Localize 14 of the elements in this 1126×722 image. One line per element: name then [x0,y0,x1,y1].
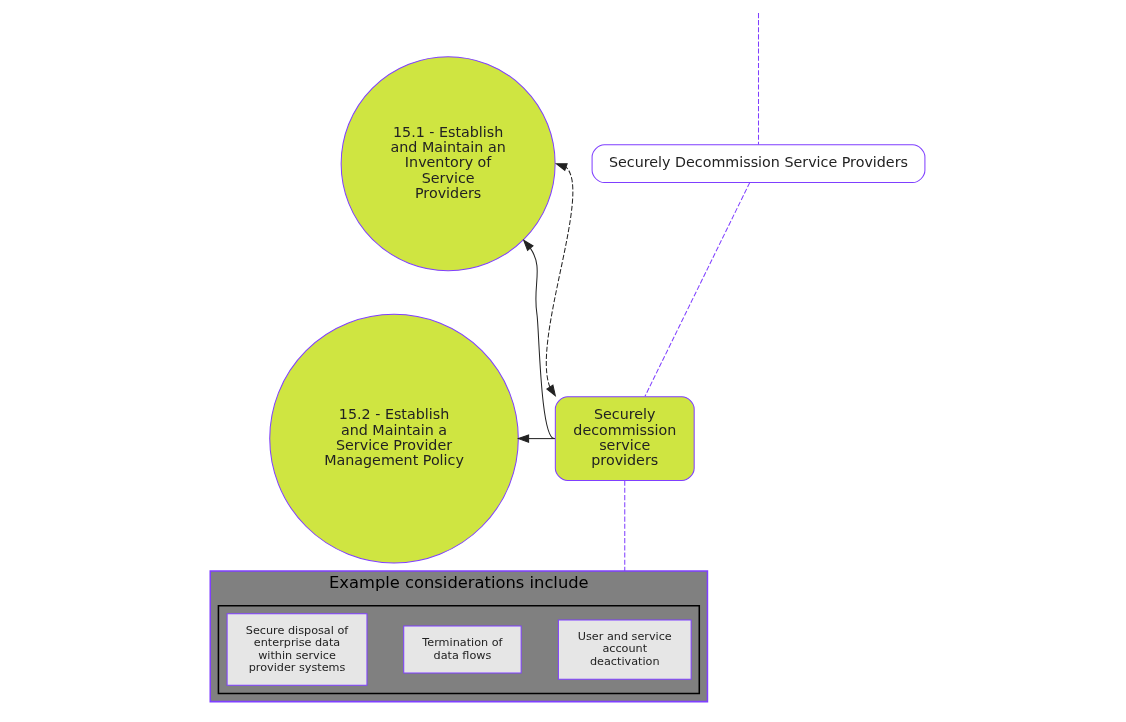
connector [644,182,750,397]
arrow [545,163,573,398]
node-box: Securely decommission service providers [554,396,695,481]
cluster [217,604,700,695]
node-circle: 15.1 - Establish and Maintain an Inventory of Service Providers [340,56,556,272]
node-circle: 15.2 - Establish and Maintain a Service Provider Management Policy [268,313,519,564]
node-box: User and service account deactivation [557,619,692,680]
arrow [522,239,555,440]
connector [623,480,625,572]
connector [757,12,759,146]
node-box: Secure disposal of enterprise data within service provider systems [226,613,367,686]
node-box: Securely Decommission Service Providers [591,144,925,184]
arrow [516,434,555,443]
node-box: Termination of data flows [402,625,522,674]
